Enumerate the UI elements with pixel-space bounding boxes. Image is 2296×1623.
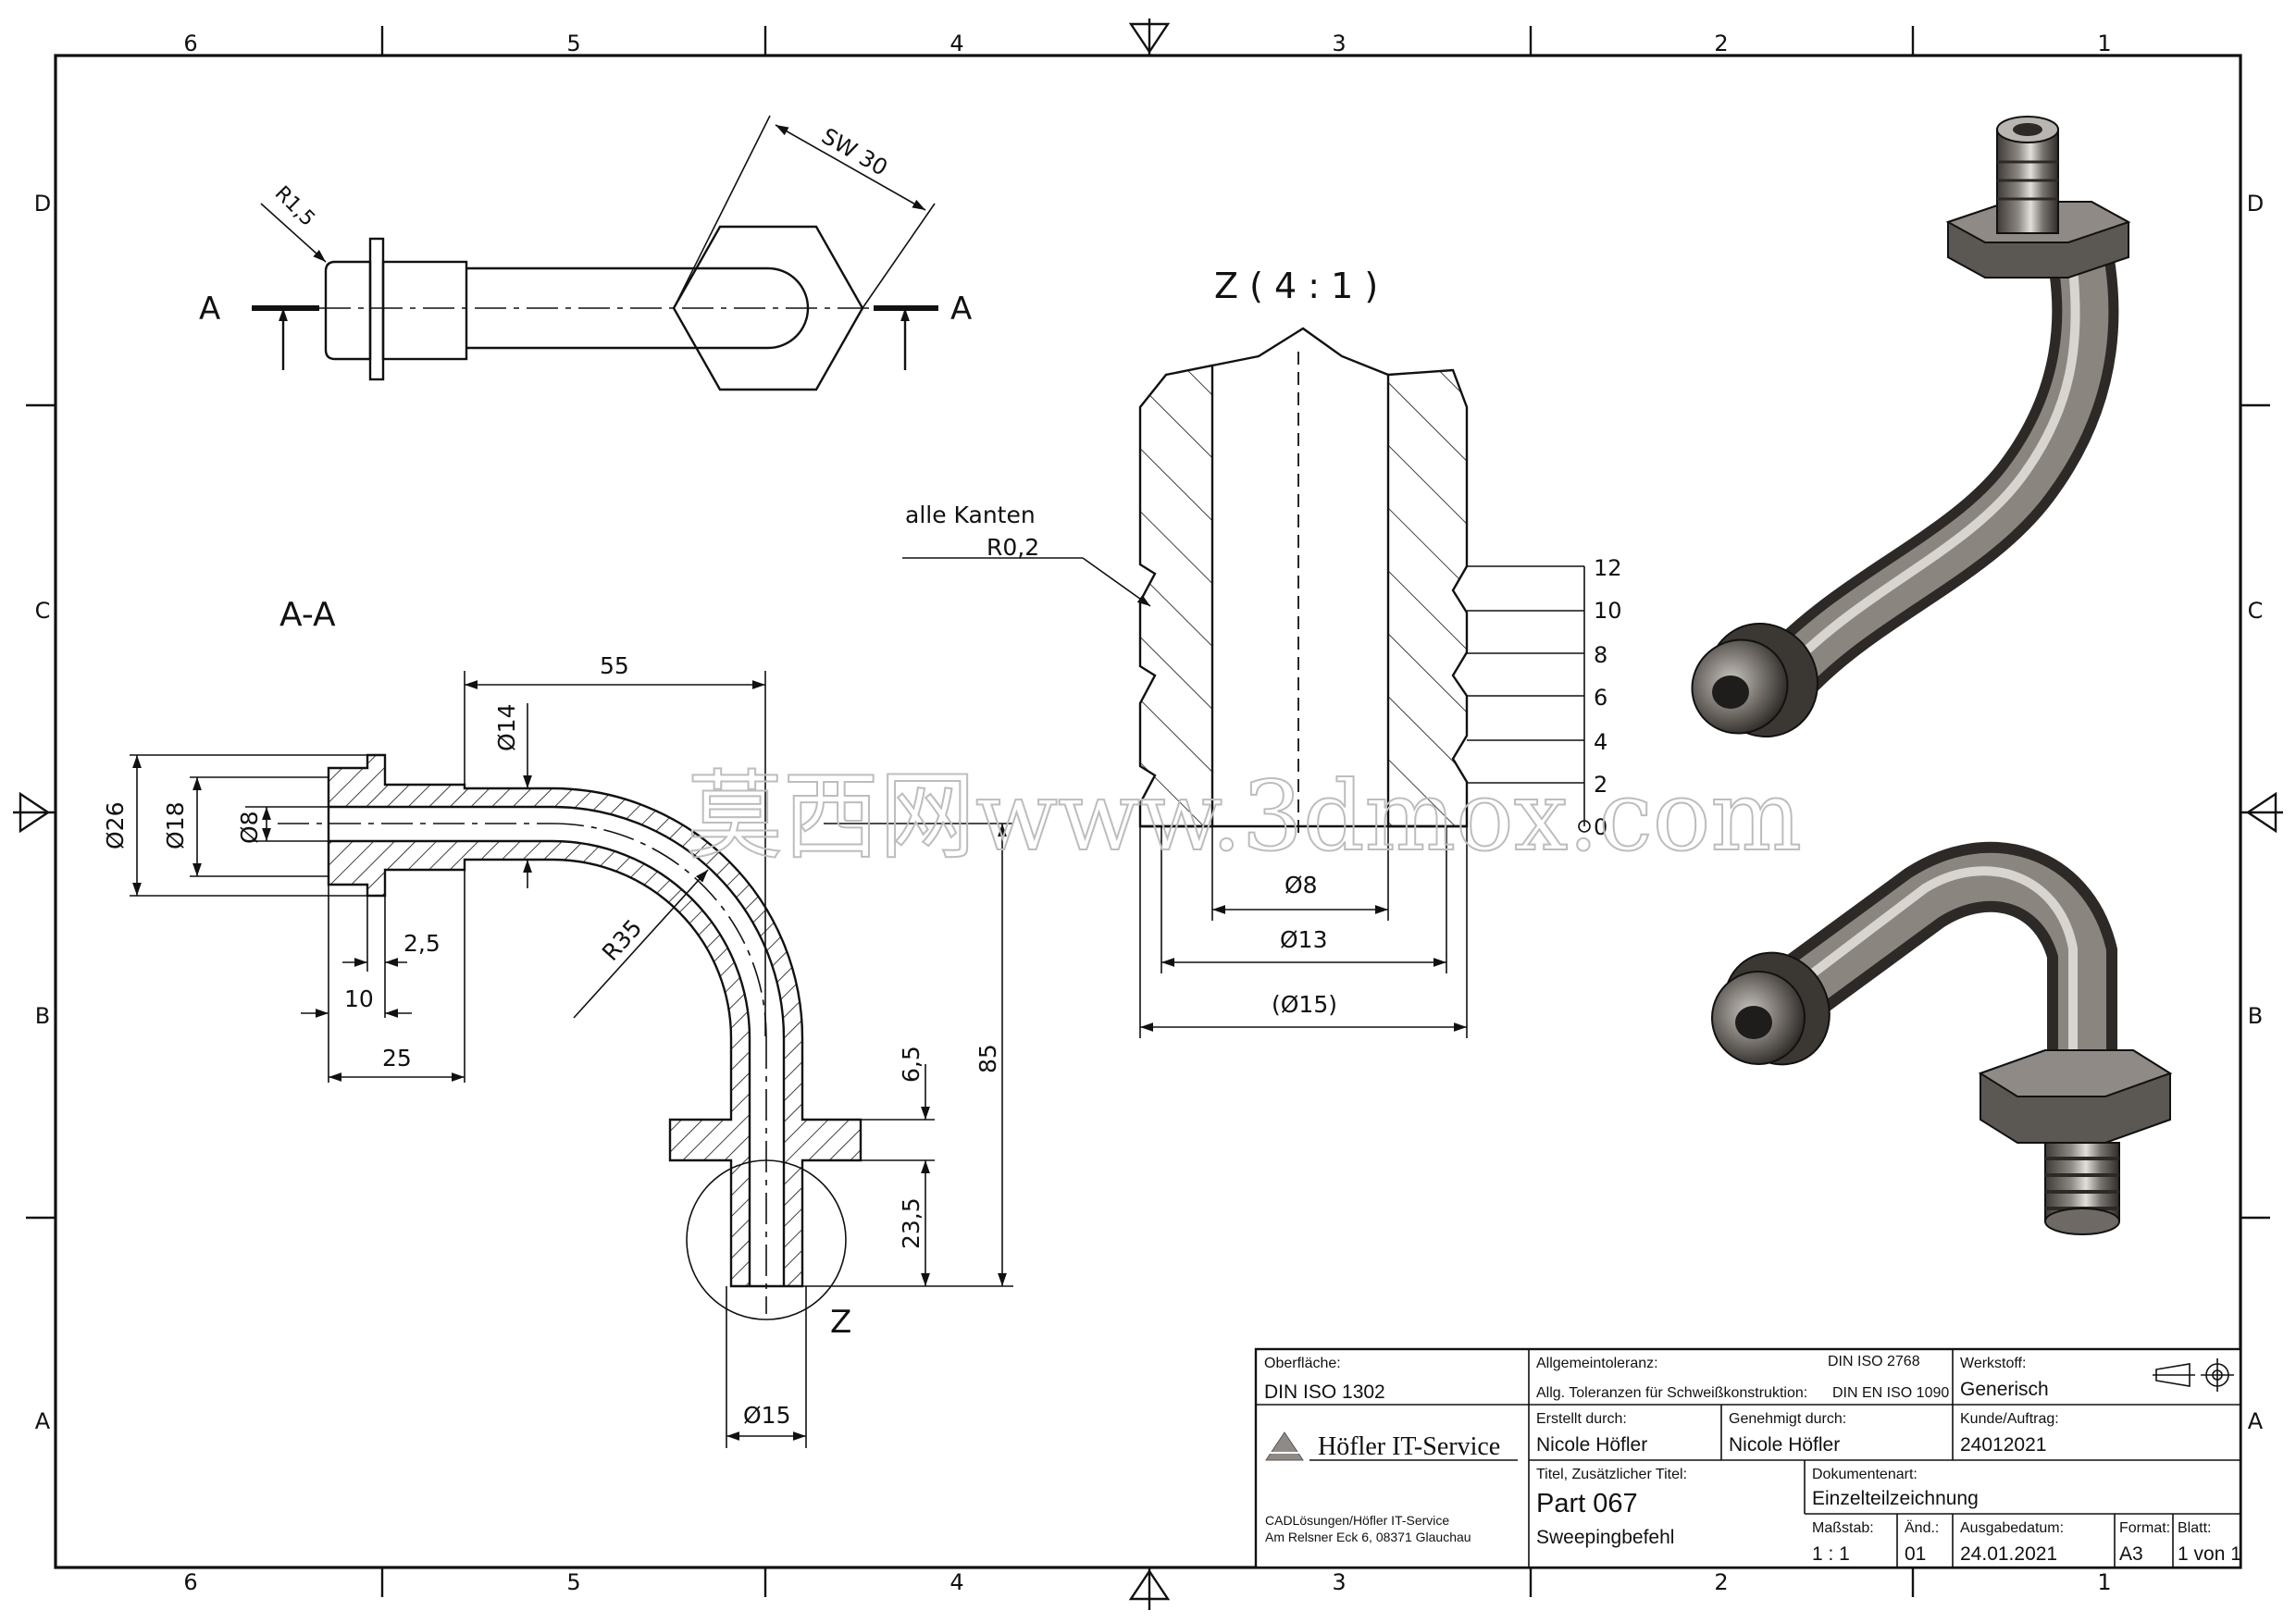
dimension-label: 6,5 bbox=[898, 1046, 925, 1083]
detail-marker: Z bbox=[830, 1304, 851, 1341]
dimension-label: Ø8 bbox=[236, 811, 263, 844]
doctype-value: Einzelteilzeichnung bbox=[1812, 1488, 1979, 1509]
tolerance-label: Allgemeintoleranz: bbox=[1536, 1356, 1658, 1371]
surface-value: DIN ISO 1302 bbox=[1264, 1381, 1385, 1403]
date-label: Ausgabedatum: bbox=[1960, 1520, 2064, 1536]
dimension-label: 25 bbox=[382, 1045, 412, 1072]
column-label: 1 bbox=[2097, 1569, 2111, 1595]
address-line: CADLösungen/Höfler IT-Service bbox=[1265, 1513, 1449, 1528]
section-view: A-A Z bbox=[102, 596, 1013, 1448]
ordinate-tick: 6 bbox=[1594, 685, 1607, 711]
dimension-label: Ø26 bbox=[102, 802, 129, 850]
scale-label: Maßstab: bbox=[1812, 1520, 1874, 1536]
row-label: B bbox=[2248, 1003, 2263, 1029]
customer-label: Kunde/Auftrag: bbox=[1960, 1411, 2059, 1427]
dimension-label: 2,5 bbox=[403, 930, 441, 957]
dimension-label: Ø14 bbox=[493, 704, 520, 752]
edge-note: alle Kanten bbox=[905, 502, 1036, 528]
dimension-label: Ø18 bbox=[162, 802, 189, 850]
title-value: Part 067 bbox=[1536, 1489, 1638, 1518]
ordinate-tick: 10 bbox=[1594, 598, 1622, 624]
row-label: C bbox=[2248, 598, 2264, 624]
row-label: A bbox=[35, 1408, 51, 1434]
detail-view: Z ( 4 : 1 ) alle Kanten R0,2 12 10 8 bbox=[902, 266, 1622, 1038]
column-label: 3 bbox=[1332, 31, 1346, 56]
drawing-frame: 6 5 4 3 2 1 6 5 4 3 2 1 D C B A D C B A bbox=[13, 19, 2283, 1610]
created-by-value: Nicole Höfler bbox=[1536, 1434, 1647, 1456]
radius-label: R1,5 bbox=[270, 182, 319, 231]
material-label: Werkstoff: bbox=[1960, 1356, 2026, 1371]
watermark-text: 莫西网www.3dmox.com bbox=[687, 760, 1802, 873]
format-label: Format: bbox=[2119, 1520, 2170, 1536]
wrench-size-label: SW 30 bbox=[817, 123, 892, 181]
isometric-render-top bbox=[1691, 116, 2131, 738]
dimension-label: Ø8 bbox=[1285, 872, 1318, 898]
ordinate-tick: 12 bbox=[1594, 555, 1622, 581]
material-value: Generisch bbox=[1960, 1379, 2049, 1400]
scale-value: 1 : 1 bbox=[1812, 1543, 1850, 1565]
company-name: Höfler IT-Service bbox=[1318, 1432, 1500, 1461]
section-marker-right: A bbox=[950, 291, 972, 328]
dimension-label: 10 bbox=[344, 985, 374, 1012]
column-label: 4 bbox=[949, 31, 963, 56]
subtitle-value: Sweepingbefehl bbox=[1536, 1527, 1674, 1548]
column-label: 6 bbox=[183, 31, 197, 56]
approved-by-value: Nicole Höfler bbox=[1729, 1434, 1840, 1456]
doctype-label: Dokumentenart: bbox=[1812, 1467, 1917, 1482]
top-view: A A R1,5 SW 30 bbox=[199, 115, 972, 391]
created-by-label: Erstellt durch: bbox=[1536, 1411, 1627, 1427]
edge-note-radius: R0,2 bbox=[987, 534, 1039, 561]
surface-label: Oberfläche: bbox=[1264, 1356, 1341, 1371]
ordinate-tick: 8 bbox=[1594, 642, 1607, 668]
dimension-label: 23,5 bbox=[898, 1197, 925, 1249]
sheet-value: 1 von 1 bbox=[2178, 1543, 2241, 1565]
dimension-label: Ø15 bbox=[743, 1402, 791, 1429]
column-label: 2 bbox=[1714, 31, 1728, 56]
weld-tolerance-label: Allg. Toleranzen für Schweißkonstruktion… bbox=[1536, 1385, 1807, 1401]
approved-by-label: Genehmigt durch: bbox=[1729, 1411, 1846, 1427]
isometric-render-bottom bbox=[1711, 841, 2173, 1235]
column-label: 1 bbox=[2097, 31, 2111, 56]
sheet-label: Blatt: bbox=[2178, 1520, 2211, 1536]
tolerance-standard: DIN ISO 2768 bbox=[1828, 1354, 1920, 1369]
row-label: D bbox=[34, 191, 51, 217]
row-label: B bbox=[35, 1003, 50, 1029]
revision-label: Änd.: bbox=[1905, 1519, 1939, 1536]
row-label: D bbox=[2247, 191, 2264, 217]
customer-value: 24012021 bbox=[1960, 1434, 2046, 1456]
dimension-label: 85 bbox=[974, 1044, 1001, 1073]
dimension-label: R35 bbox=[597, 914, 647, 966]
column-label: 3 bbox=[1332, 1569, 1346, 1595]
title-block: Oberfläche: Allgemeintoleranz: DIN ISO 2… bbox=[1254, 1347, 2242, 1569]
weld-tolerance-standard: DIN EN ISO 1090 bbox=[1832, 1385, 1949, 1401]
address-line: Am Relsner Eck 6, 08371 Glauchau bbox=[1265, 1530, 1471, 1544]
section-title: A-A bbox=[279, 596, 336, 634]
column-label: 2 bbox=[1714, 1569, 1728, 1595]
column-label: 5 bbox=[566, 31, 580, 56]
column-label: 4 bbox=[949, 1569, 963, 1595]
dimension-label: (Ø15) bbox=[1272, 991, 1337, 1018]
title-label: Titel, Zusätzlicher Titel: bbox=[1536, 1467, 1687, 1482]
dimension-label: Ø13 bbox=[1280, 926, 1328, 953]
format-value: A3 bbox=[2119, 1543, 2143, 1565]
row-label: A bbox=[2248, 1408, 2264, 1434]
row-label: C bbox=[35, 598, 51, 624]
detail-title: Z ( 4 : 1 ) bbox=[1214, 266, 1378, 306]
column-label: 6 bbox=[183, 1569, 197, 1595]
column-label: 5 bbox=[566, 1569, 580, 1595]
ordinate-tick: 0 bbox=[1594, 814, 1607, 840]
revision-value: 01 bbox=[1905, 1543, 1926, 1565]
ordinate-tick: 4 bbox=[1594, 729, 1607, 755]
dimension-label: 55 bbox=[600, 652, 629, 679]
section-marker-left: A bbox=[199, 291, 220, 328]
ordinate-tick: 2 bbox=[1594, 772, 1607, 798]
date-value: 24.01.2021 bbox=[1960, 1543, 2057, 1565]
